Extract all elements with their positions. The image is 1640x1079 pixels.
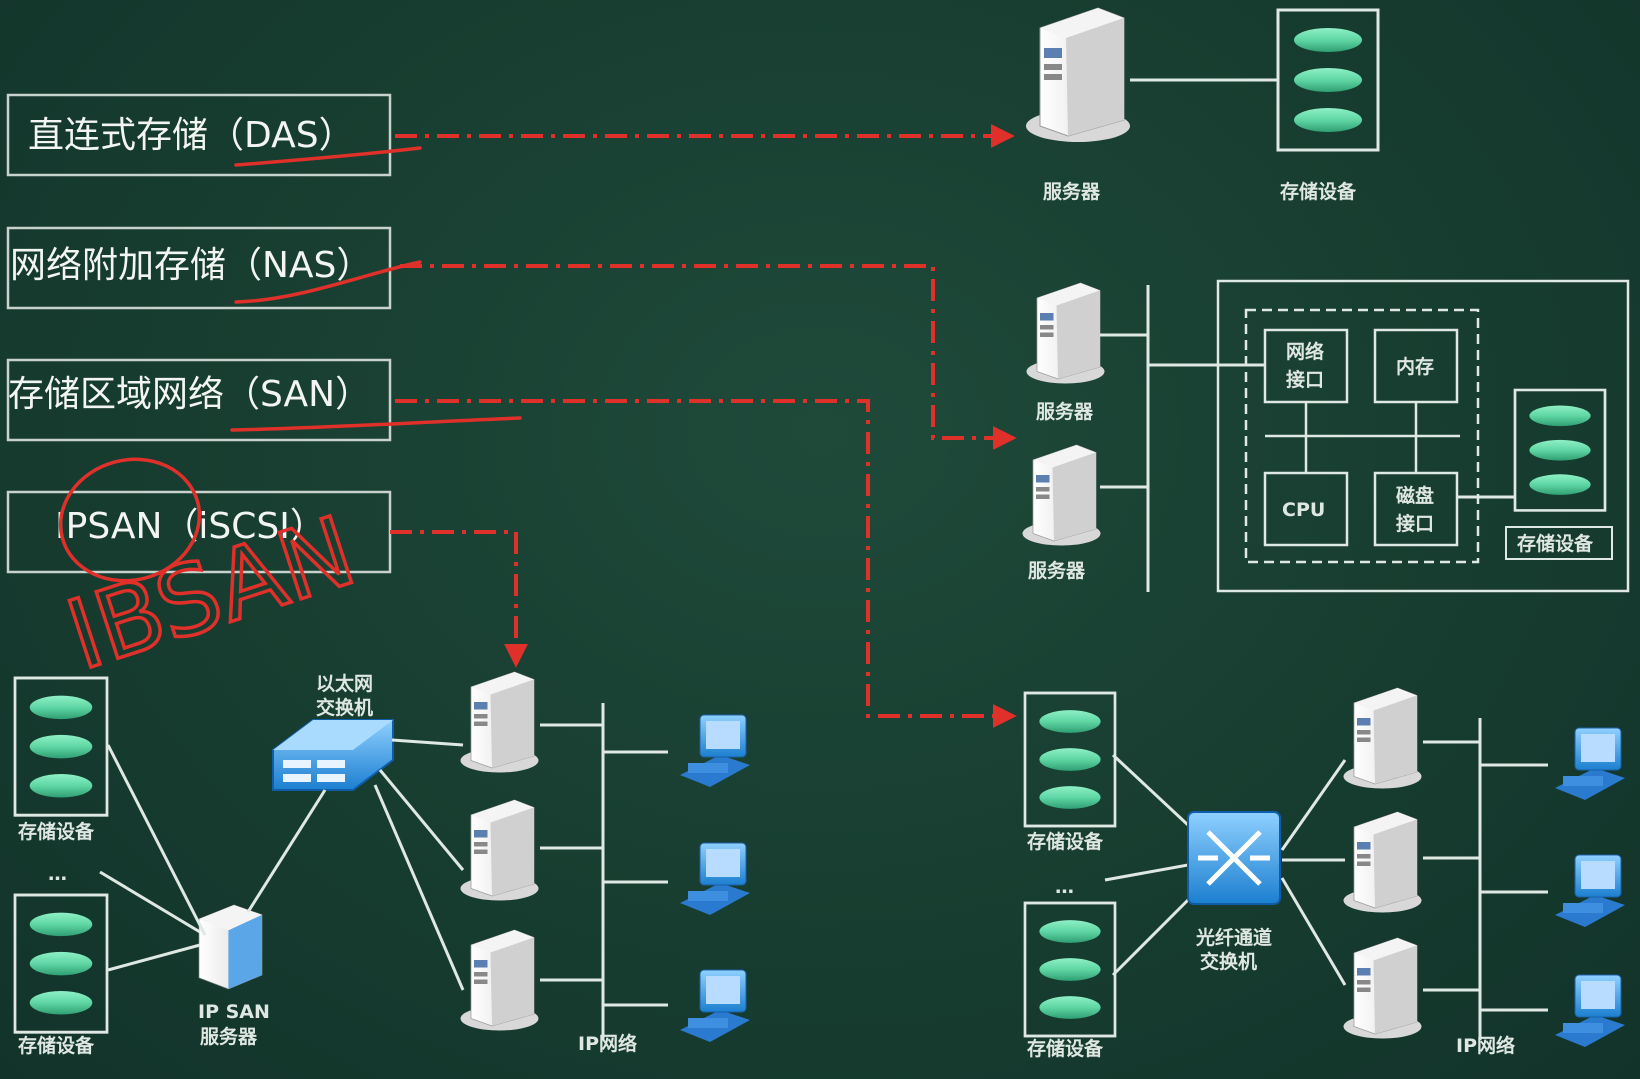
fibre-channel-switch-icon [1187, 811, 1281, 905]
san-label-box: 存储区域网络（SAN） [6, 358, 392, 442]
ipsan-arrow [390, 530, 528, 668]
das-storage-icon [1276, 8, 1380, 152]
ipsan-network-label: IP网络 [578, 1032, 637, 1055]
san-pc-2-icon [1554, 854, 1626, 928]
san-app-server-2-icon [1343, 811, 1422, 913]
san-storage-2-icon [1023, 901, 1117, 1038]
san-arrow [395, 399, 1017, 728]
fc-switch-label-line1: 光纤通道 [1195, 926, 1272, 949]
ipsan-storage-1-label: 存储设备 [18, 820, 95, 843]
connector-arrows [390, 124, 1017, 728]
nas-device-frame [1216, 279, 1630, 593]
san-storage-2-label: 存储设备 [1027, 1037, 1104, 1060]
ipsan-app-server-2-icon [460, 799, 539, 901]
nas-cpu-label: CPU [1282, 499, 1325, 521]
san-label: 存储区域网络（SAN） [8, 374, 371, 415]
nas-label: 网络附加存储（NAS） [10, 245, 372, 286]
san-pc-1-icon [1554, 727, 1626, 801]
nas-disk-interface-line2: 接口 [1396, 513, 1434, 535]
ipsan-app-server-1-icon [460, 671, 539, 773]
ipsan-pc-2-icon [679, 842, 751, 916]
san-network-label: IP网络 [1456, 1034, 1515, 1057]
handwritten-annotations [58, 146, 522, 583]
nas-storage-icon [1513, 388, 1607, 512]
ipsan-storage-1-icon [13, 676, 109, 817]
ipsan-pc-3-icon [679, 969, 751, 1043]
nas-net-interface-line2: 接口 [1286, 369, 1324, 391]
fc-switch-label-line2: 交换机 [1200, 950, 1257, 973]
ethernet-switch-label-line2: 交换机 [316, 696, 373, 719]
das-label: 直连式存储（DAS） [28, 115, 355, 156]
ipsan-diagram: 存储设备 … 存储设备 IP SAN 服务器 以太网 交换机 [13, 671, 751, 1057]
san-ellipsis: … [1055, 876, 1074, 898]
san-pc-3-icon [1554, 974, 1626, 1048]
san-diagram: 存储设备 … 存储设备 光纤通道 交换机 [1023, 687, 1626, 1060]
ipsan-circle [58, 457, 202, 583]
san-app-server-3-icon [1343, 937, 1422, 1039]
san-app-server-1-icon [1343, 687, 1422, 789]
nas-storage-label: 存储设备 [1517, 532, 1594, 555]
ipsan-ellipsis: … [48, 863, 67, 885]
ipsan-storage-2-label: 存储设备 [18, 1034, 95, 1057]
nas-server-1-label: 服务器 [1036, 400, 1094, 423]
ipsan-app-server-3-icon [460, 929, 539, 1031]
ipsan-pc-1-icon [679, 714, 751, 788]
san-underline [230, 416, 522, 432]
das-server-icon [1025, 7, 1131, 143]
das-server-label: 服务器 [1043, 180, 1101, 203]
nas-server-2-label: 服务器 [1028, 559, 1086, 582]
das-label-box: 直连式存储（DAS） [6, 93, 392, 177]
nas-net-interface-line1: 网络 [1286, 340, 1324, 363]
ipsan-server-label-line2: 服务器 [200, 1025, 258, 1048]
ethernet-switch-label-line1: 以太网 [316, 672, 373, 695]
ethernet-switch-icon [272, 719, 394, 791]
nas-server-1-icon [1026, 282, 1105, 384]
das-diagram: 服务器 存储设备 [1025, 7, 1380, 203]
das-underline [234, 146, 422, 167]
nas-arrow [400, 264, 1017, 450]
nas-label-box: 网络附加存储（NAS） [6, 226, 392, 310]
ipsan-server-label-line1: IP SAN [198, 1001, 270, 1023]
nas-underline [234, 260, 422, 304]
nas-memory-label: 内存 [1396, 355, 1434, 378]
ipsan-server-icon [198, 904, 263, 990]
nas-server-2-icon [1022, 444, 1101, 546]
nas-disk-interface-line1: 磁盘 [1396, 484, 1434, 507]
san-storage-1-icon [1023, 691, 1117, 828]
nas-diagram: 服务器 服务器 网络 接口 内存 CPU 磁盘 接口 存储设备 [1022, 279, 1630, 593]
das-storage-label: 存储设备 [1280, 180, 1357, 203]
san-storage-1-label: 存储设备 [1027, 830, 1104, 853]
nas-head-frame [1244, 308, 1480, 564]
ipsan-label-box: IPSAN（iSCSI） [6, 490, 392, 574]
ipsan-label: IPSAN（iSCSI） [55, 506, 326, 547]
ipsan-storage-2-icon [13, 893, 109, 1034]
